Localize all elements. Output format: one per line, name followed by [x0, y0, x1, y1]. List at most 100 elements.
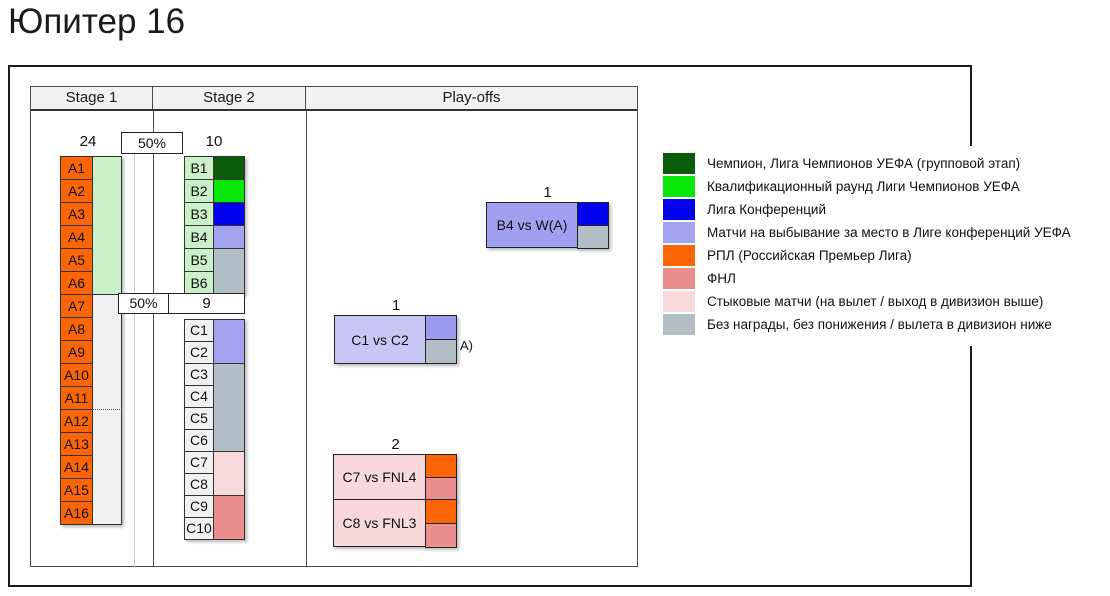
stage1-cell-A2: A2 [60, 179, 93, 203]
legend-label: Чемпион, Лига Чемпионов УЕФА (групповой … [707, 156, 1021, 171]
playoff-relegation-count: 2 [391, 436, 400, 453]
legend-swatch [663, 222, 695, 243]
groupB-cell-B2: B2 [184, 179, 214, 203]
outcome-mark-1 [425, 499, 457, 524]
outcome-mark-1 [425, 454, 457, 478]
column-header-stage1: Stage 1 [31, 87, 153, 109]
groupC-cell-C9: C9 [184, 495, 214, 518]
outcome-mark-2 [425, 523, 457, 548]
playoff-semi-count: 1 [391, 297, 401, 314]
groupB-outcome-strip-2 [213, 179, 245, 203]
legend-label: Лига Конференций [707, 202, 827, 217]
stage1-cell-A1: A1 [60, 156, 93, 180]
legend-label: РПЛ (Российская Премьер Лига) [707, 248, 912, 263]
legend-label: ФНЛ [707, 271, 736, 286]
groupB-cell-B3: B3 [184, 202, 214, 226]
outcome-mark-2 [425, 477, 457, 501]
stage1-cell-A5: A5 [60, 248, 93, 272]
groupC-cell-C7: C7 [184, 451, 214, 474]
stage1-outcome-strip-1 [92, 156, 122, 295]
stage1-cell-A10: A10 [60, 363, 93, 387]
groupC-cell-C1: C1 [184, 319, 214, 342]
playoff-semi-note: A) [460, 338, 473, 353]
legend-swatch [663, 291, 695, 312]
stage1-cell-A6: A6 [60, 271, 93, 295]
groupC-outcome-strip-3 [213, 451, 245, 496]
stage1-cell-A14: A14 [60, 455, 93, 479]
groupC-cell-C8: C8 [184, 473, 214, 496]
playoff-final-marks [577, 202, 609, 249]
column-header-stage2: Stage 2 [153, 87, 306, 109]
outcome-mark-2 [425, 339, 457, 364]
table-header-row: Stage 1 Stage 2 Play-offs [31, 87, 637, 111]
groupC-cell-C4: C4 [184, 385, 214, 408]
stage1-cell-A15: A15 [60, 478, 93, 502]
pass-rate-top: 50% [121, 132, 183, 154]
groupC-cell-C3: C3 [184, 363, 214, 386]
legend-item-1: Чемпион, Лига Чемпионов УЕФА (групповой … [663, 152, 1110, 175]
legend-label: Стыковые матчи (на вылет / выход в дивиз… [707, 294, 1044, 309]
column-divider-stage1-stage2 [153, 87, 154, 566]
groupB-cell-B1: B1 [184, 156, 214, 180]
legend-label: Матчи на выбывание за место в Лиге конфе… [707, 225, 1071, 240]
groupB-count: 10 [205, 133, 223, 150]
stage1-cell-A9: A9 [60, 340, 93, 364]
groupC-cell-C10: C10 [184, 517, 214, 540]
legend-swatch [663, 314, 695, 335]
legend-label: Без награды, без понижения / вылета в ди… [707, 317, 1052, 332]
groupC-outcome-strip-2 [213, 363, 245, 452]
column-divider-stage2-playoffs [306, 87, 307, 566]
legend-item-5: РПЛ (Российская Премьер Лига) [663, 244, 1110, 267]
legend-swatch [663, 245, 695, 266]
legend-item-2: Квалификационный раунд Лиги Чемпионов УЕ… [663, 175, 1110, 198]
playoff-final-box: B4 vs W(A) [486, 202, 578, 248]
playoff-semi-box: C1 vs C2 [334, 315, 426, 364]
groupC-count: 9 [168, 293, 245, 314]
stage1-cell-A7: A7 [60, 294, 93, 318]
groupC-outcome-strip-4 [213, 495, 245, 540]
playoff-relegation-marks-2 [425, 499, 457, 548]
stage1-cell-A13: A13 [60, 432, 93, 456]
outcome-mark-2 [577, 225, 609, 249]
stage1-cell-A3: A3 [60, 202, 93, 226]
legend-item-4: Матчи на выбывание за место в Лиге конфе… [663, 221, 1110, 244]
groupB-cell-B5: B5 [184, 248, 214, 272]
stage1-cell-A11: A11 [60, 386, 93, 410]
groupB-cell-B4: B4 [184, 225, 214, 249]
groupB-outcome-strip-1 [213, 156, 245, 180]
groupB-outcome-strip-4 [213, 225, 245, 249]
legend-swatch [663, 153, 695, 174]
legend-item-7: Стыковые матчи (на вылет / выход в дивиз… [663, 290, 1110, 313]
stage1-count: 24 [79, 133, 97, 150]
groupB-outcome-strip-3 [213, 202, 245, 226]
page-title: Юпитер 16 [8, 2, 186, 41]
legend-swatch [663, 199, 695, 220]
legend: Чемпион, Лига Чемпионов УЕФА (групповой … [658, 146, 1110, 346]
stage1-cell-A4: A4 [60, 225, 93, 249]
stage1-cell-A12: A12 [60, 409, 93, 433]
flow-guide-line [134, 154, 135, 567]
outcome-mark-1 [577, 202, 609, 226]
legend-item-6: ФНЛ [663, 267, 1110, 290]
legend-label: Квалификационный раунд Лиги Чемпионов УЕ… [707, 179, 1020, 194]
pass-rate-bottom: 50% [118, 293, 169, 314]
stage1-dotted-divider [92, 409, 122, 410]
stage1-cell-A8: A8 [60, 317, 93, 341]
groupC-cell-C6: C6 [184, 429, 214, 452]
column-header-playoffs: Play-offs [442, 89, 501, 106]
playoff-final-count: 1 [543, 184, 552, 201]
playoff-relegation-marks-1 [425, 454, 457, 501]
groupC-cell-C2: C2 [184, 341, 214, 364]
legend-swatch [663, 268, 695, 289]
groupC-outcome-strip-1 [213, 319, 245, 364]
groupB-cell-B6: B6 [184, 271, 214, 295]
groupB-outcome-strip-5 [213, 248, 245, 295]
groupC-cell-C5: C5 [184, 407, 214, 430]
legend-item-8: Без награды, без понижения / вылета в ди… [663, 313, 1110, 336]
legend-item-3: Лига Конференций [663, 198, 1110, 221]
